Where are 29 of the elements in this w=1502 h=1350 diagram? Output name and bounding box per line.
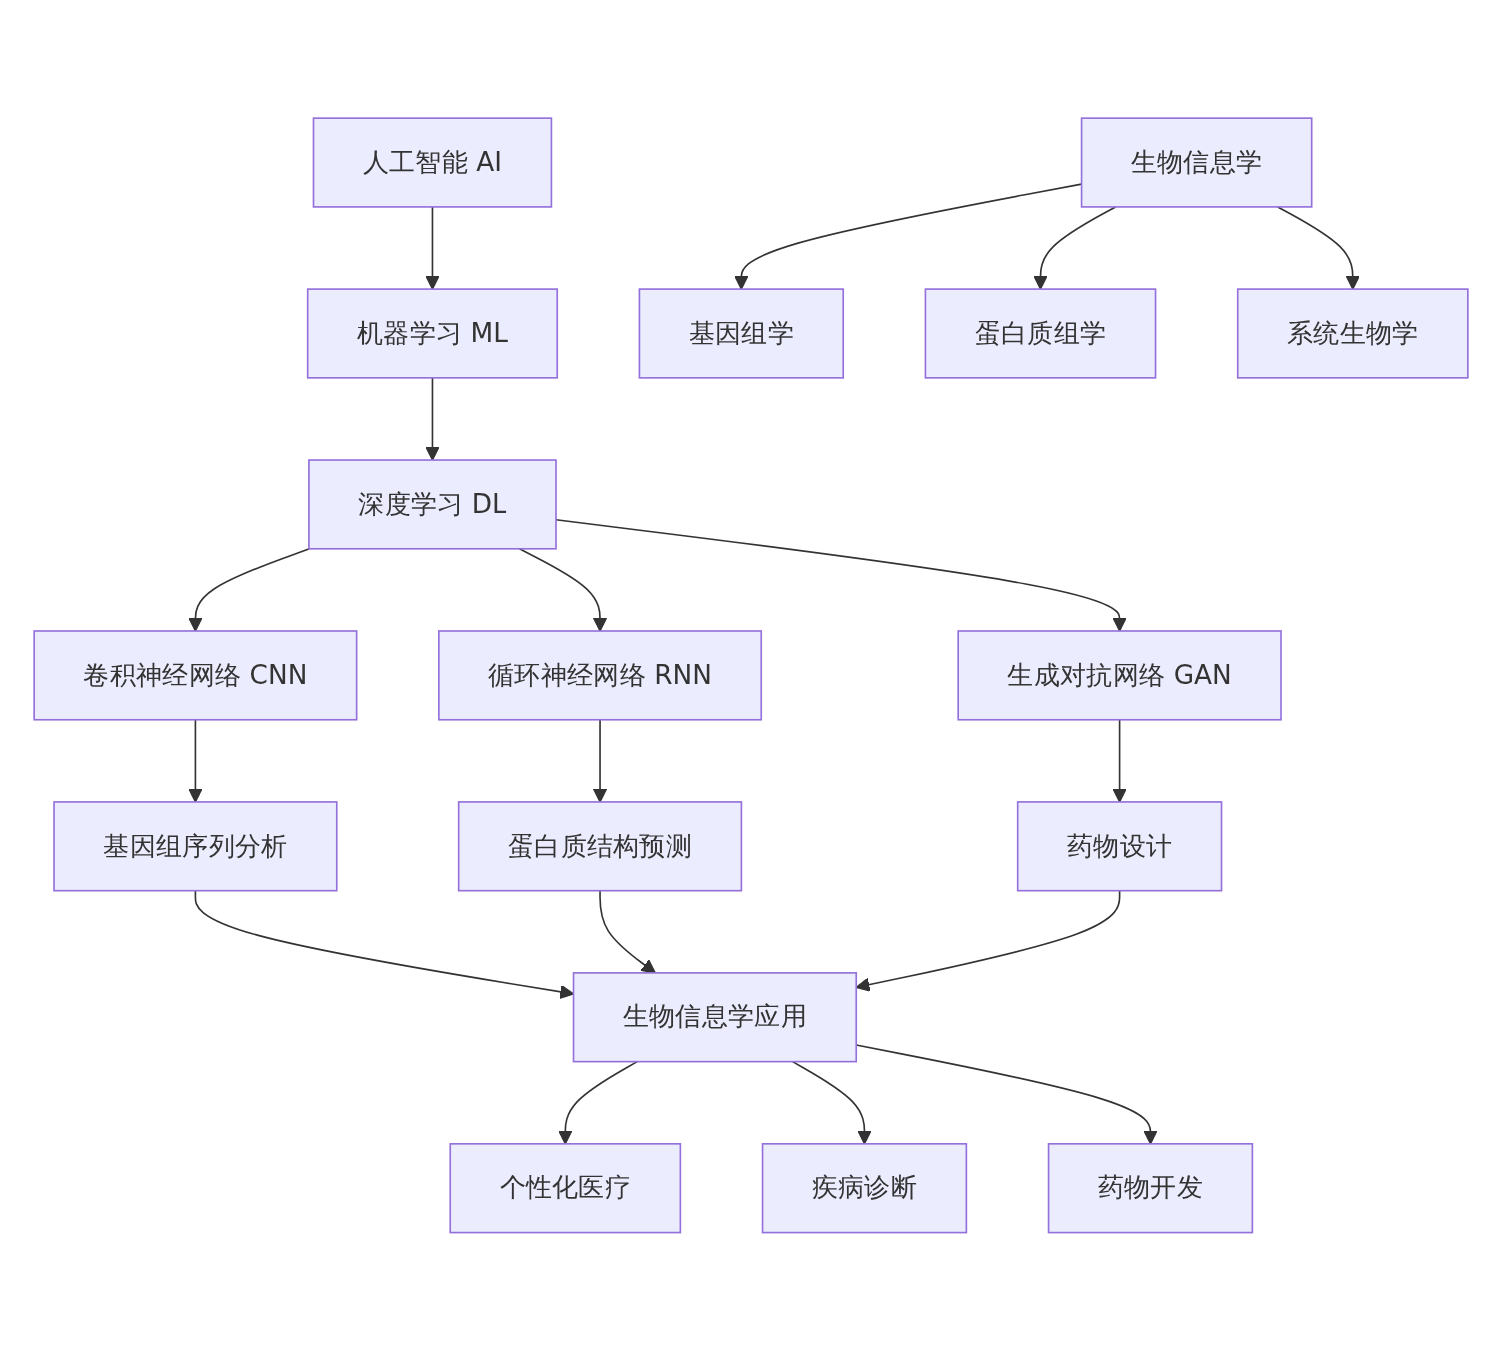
node-box: 蛋白质结构预测: [457, 800, 743, 892]
arrow: [188, 718, 203, 803]
node-box: 蛋白质组学: [924, 287, 1157, 379]
node-box: 基因组学: [638, 287, 845, 379]
node-box: 个性化医疗: [449, 1142, 682, 1234]
arrow: [1276, 205, 1360, 290]
arrow: [188, 547, 311, 632]
node-box: 深度学习 DL: [308, 458, 557, 550]
node-box: 药物开发: [1047, 1142, 1254, 1234]
arrow: [592, 718, 608, 803]
node-box: 生物信息学: [1080, 116, 1313, 208]
node-box: 机器学习 ML: [306, 287, 559, 379]
arrow: [425, 205, 440, 290]
arrow: [518, 547, 608, 632]
node-box: 疾病诊断: [761, 1142, 968, 1234]
node-box: 基因组序列分析: [53, 800, 338, 892]
node-box: 生成对抗网络 GAN: [957, 629, 1282, 721]
arrow: [791, 1060, 872, 1145]
arrow: [1112, 718, 1127, 803]
node-box: 循环神经网络 RNN: [438, 629, 763, 721]
node-box: 生物信息学应用: [572, 971, 858, 1063]
node-box: 人工智能 AI: [312, 116, 553, 208]
node-box: 卷积神经网络 CNN: [33, 629, 358, 721]
arrow: [558, 1060, 639, 1145]
node-box: 药物设计: [1016, 800, 1223, 892]
arrow: [599, 889, 656, 974]
arrow: [425, 376, 440, 461]
arrow: [1033, 205, 1117, 290]
node-box: 系统生物学: [1236, 287, 1469, 379]
